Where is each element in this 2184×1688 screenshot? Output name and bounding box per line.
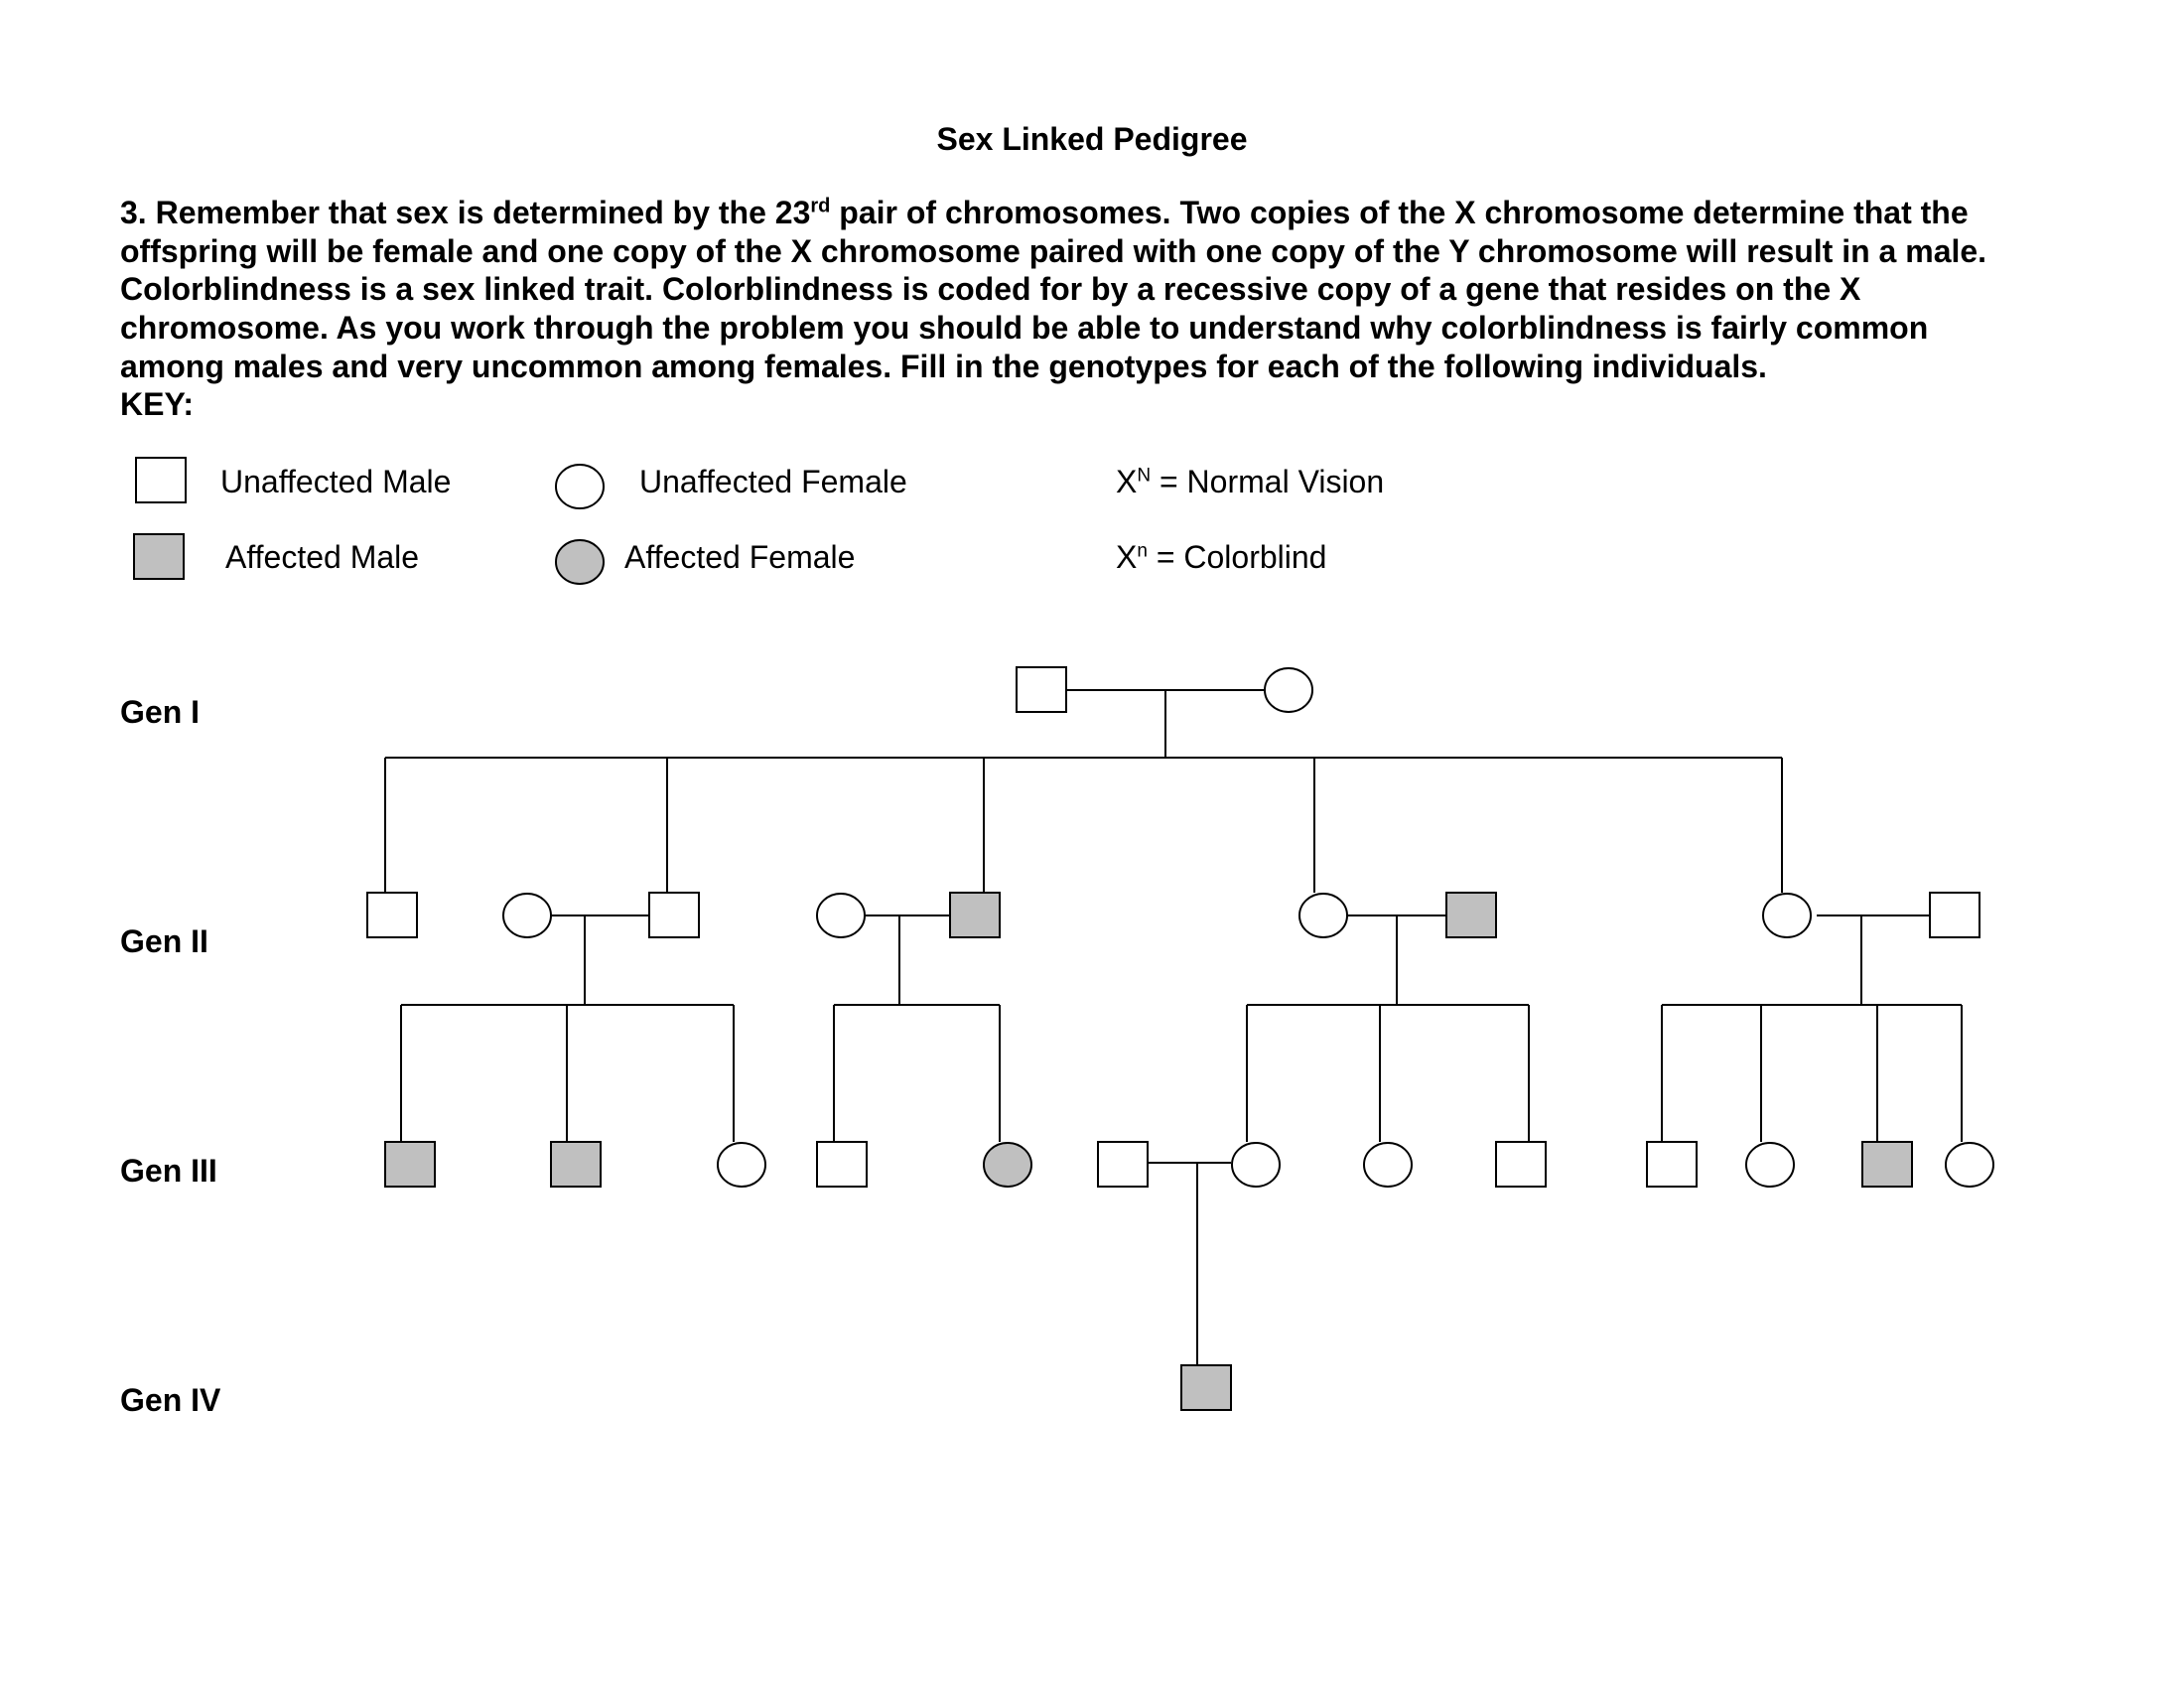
gen2-female-spouse-a: [502, 893, 552, 938]
gen-2-label: Gen II: [120, 923, 208, 959]
colorblind-allele-text: = Colorblind: [1147, 539, 1327, 575]
colorblind-allele-base: X: [1116, 539, 1138, 575]
gen3-male-5: [1646, 1141, 1698, 1188]
instructions-line-4: chromosome. As you work through the prob…: [120, 310, 1929, 347]
gen3-male-1-affected: [384, 1141, 436, 1188]
instructions-line-5: among males and very uncommon among fema…: [120, 348, 1767, 384]
gen4-male-affected: [1180, 1364, 1232, 1411]
gen2-male-spouse-c-affected: [1445, 892, 1497, 938]
instructions-line-3: Colorblindness is a sex linked trait. Co…: [120, 271, 1861, 308]
legend-normal-vision: XN = Normal Vision: [1116, 464, 1384, 500]
gen2-female-spouse-b: [816, 893, 866, 938]
legend-affected-male-label: Affected Male: [225, 539, 420, 575]
gen-3-label: Gen III: [120, 1153, 217, 1189]
legend-unaffected-female-label: Unaffected Female: [639, 464, 907, 499]
gen-4-label: Gen IV: [120, 1382, 221, 1418]
gen3-male-6-affected: [1861, 1141, 1913, 1188]
normal-allele-text: = Normal Vision: [1151, 464, 1385, 499]
gen2-female-2: [1762, 893, 1812, 938]
gen3-female-2-affected: [983, 1142, 1032, 1188]
instructions-line-2: offspring will be female and one copy of…: [120, 232, 1987, 269]
gen1-male: [1016, 666, 1067, 713]
gen2-male-2: [648, 892, 700, 938]
gen3-female-4: [1363, 1142, 1413, 1188]
colorblind-allele-sup: n: [1137, 540, 1148, 562]
gen1-female: [1264, 667, 1313, 713]
gen3-male-3: [816, 1141, 868, 1188]
legend-unaffected-male-symbol: [135, 457, 187, 503]
normal-allele-base: X: [1116, 464, 1138, 499]
legend-affected-female-label: Affected Female: [624, 539, 856, 575]
key-label: KEY:: [120, 386, 195, 422]
legend-affected-female-symbol: [555, 539, 605, 585]
gen3-female-1: [717, 1142, 766, 1188]
instructions-paragraph: 3. Remember that sex is determined by th…: [120, 194, 2106, 386]
legend-colorblind: Xn = Colorblind: [1116, 539, 1326, 576]
gen3-male-2-affected: [550, 1141, 602, 1188]
gen3-female-3: [1231, 1142, 1281, 1188]
gen3-male-4: [1495, 1141, 1547, 1188]
gen3-male-spouse: [1097, 1141, 1149, 1188]
gen3-female-5: [1745, 1142, 1795, 1188]
legend-unaffected-male-label: Unaffected Male: [220, 464, 452, 499]
gen2-male-3-affected: [949, 892, 1001, 938]
instructions-line-1-post: pair of chromosomes. Two copies of the X…: [830, 195, 1969, 230]
gen2-male-1: [366, 892, 418, 938]
instructions-line-1-sup: rd: [810, 195, 831, 217]
legend-unaffected-female-symbol: [555, 464, 605, 509]
instructions-line-1-pre: 3. Remember that sex is determined by th…: [120, 195, 811, 230]
gen3-female-6: [1945, 1142, 1994, 1188]
gen2-female-1: [1298, 893, 1348, 938]
normal-allele-sup: N: [1137, 465, 1152, 487]
gen2-male-spouse-d: [1929, 892, 1980, 938]
pedigree-lines: [384, 689, 1963, 1365]
page-title: Sex Linked Pedigree: [936, 121, 1248, 157]
legend-affected-male-symbol: [133, 533, 185, 580]
gen-1-label: Gen I: [120, 694, 201, 730]
